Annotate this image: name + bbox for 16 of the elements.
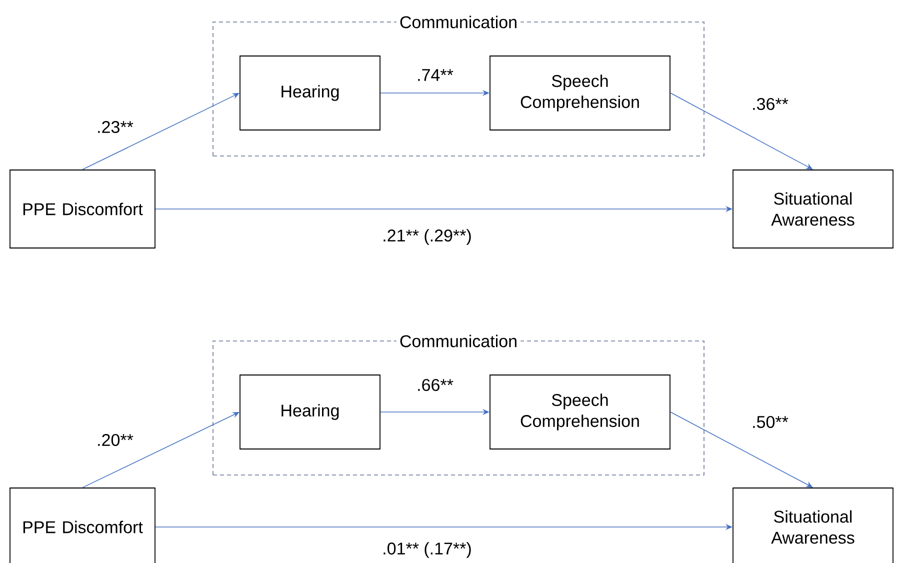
process-box: PPE Discomfort bbox=[10, 170, 156, 248]
edge-label: .66** bbox=[418, 378, 454, 392]
process-box: Speech Comprehension bbox=[490, 374, 670, 450]
edge-label: .20** bbox=[98, 434, 134, 446]
process-box: Speech Comprehension bbox=[490, 56, 670, 130]
process-box: Situational Awareness bbox=[732, 488, 894, 563]
process-box: Hearing bbox=[240, 56, 380, 130]
process-box: Situational Awareness bbox=[732, 170, 894, 248]
edge-label: .74** bbox=[418, 69, 454, 81]
edge-label: .01** (.17**) bbox=[384, 542, 471, 558]
process-box: Hearing bbox=[240, 374, 380, 450]
edge-label: .36** bbox=[753, 98, 788, 110]
process-box: PPE Discomfort bbox=[10, 488, 156, 563]
edge-label: .23** bbox=[98, 120, 134, 134]
edge-label: .50** bbox=[753, 416, 788, 428]
edge-label: .21** (.29**) bbox=[384, 229, 471, 245]
